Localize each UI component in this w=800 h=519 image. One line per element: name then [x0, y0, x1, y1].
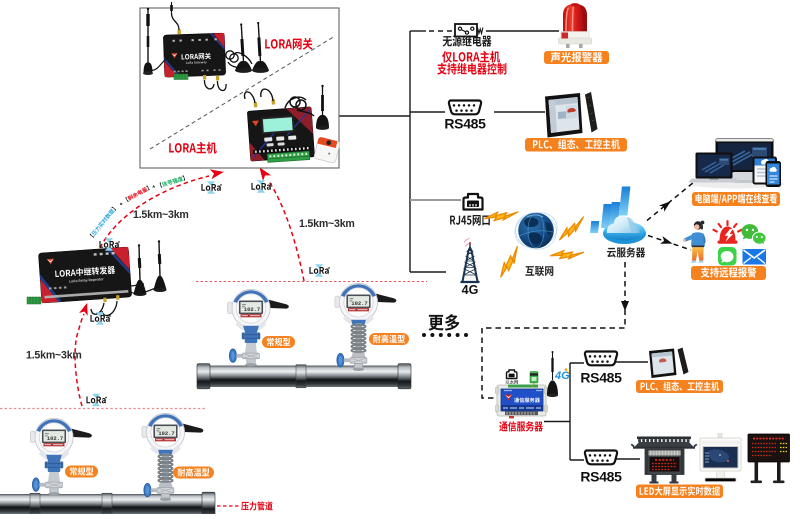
svg-text:102.7: 102.7	[47, 435, 63, 442]
svg-text:4G: 4G	[554, 370, 570, 382]
svg-text:4G: 4G	[462, 283, 479, 297]
svg-text:102.7: 102.7	[351, 300, 367, 307]
svg-text:RS485: RS485	[444, 116, 486, 132]
svg-text:RS485: RS485	[580, 370, 622, 386]
svg-text:1.5km~3km: 1.5km~3km	[299, 218, 355, 230]
svg-text:1.5km~3km: 1.5km~3km	[133, 209, 189, 221]
svg-text:RS485: RS485	[580, 469, 622, 485]
svg-text:102.7: 102.7	[244, 306, 260, 313]
svg-text:1.5km~3km: 1.5km~3km	[26, 350, 82, 362]
svg-text:102.7: 102.7	[158, 430, 174, 437]
